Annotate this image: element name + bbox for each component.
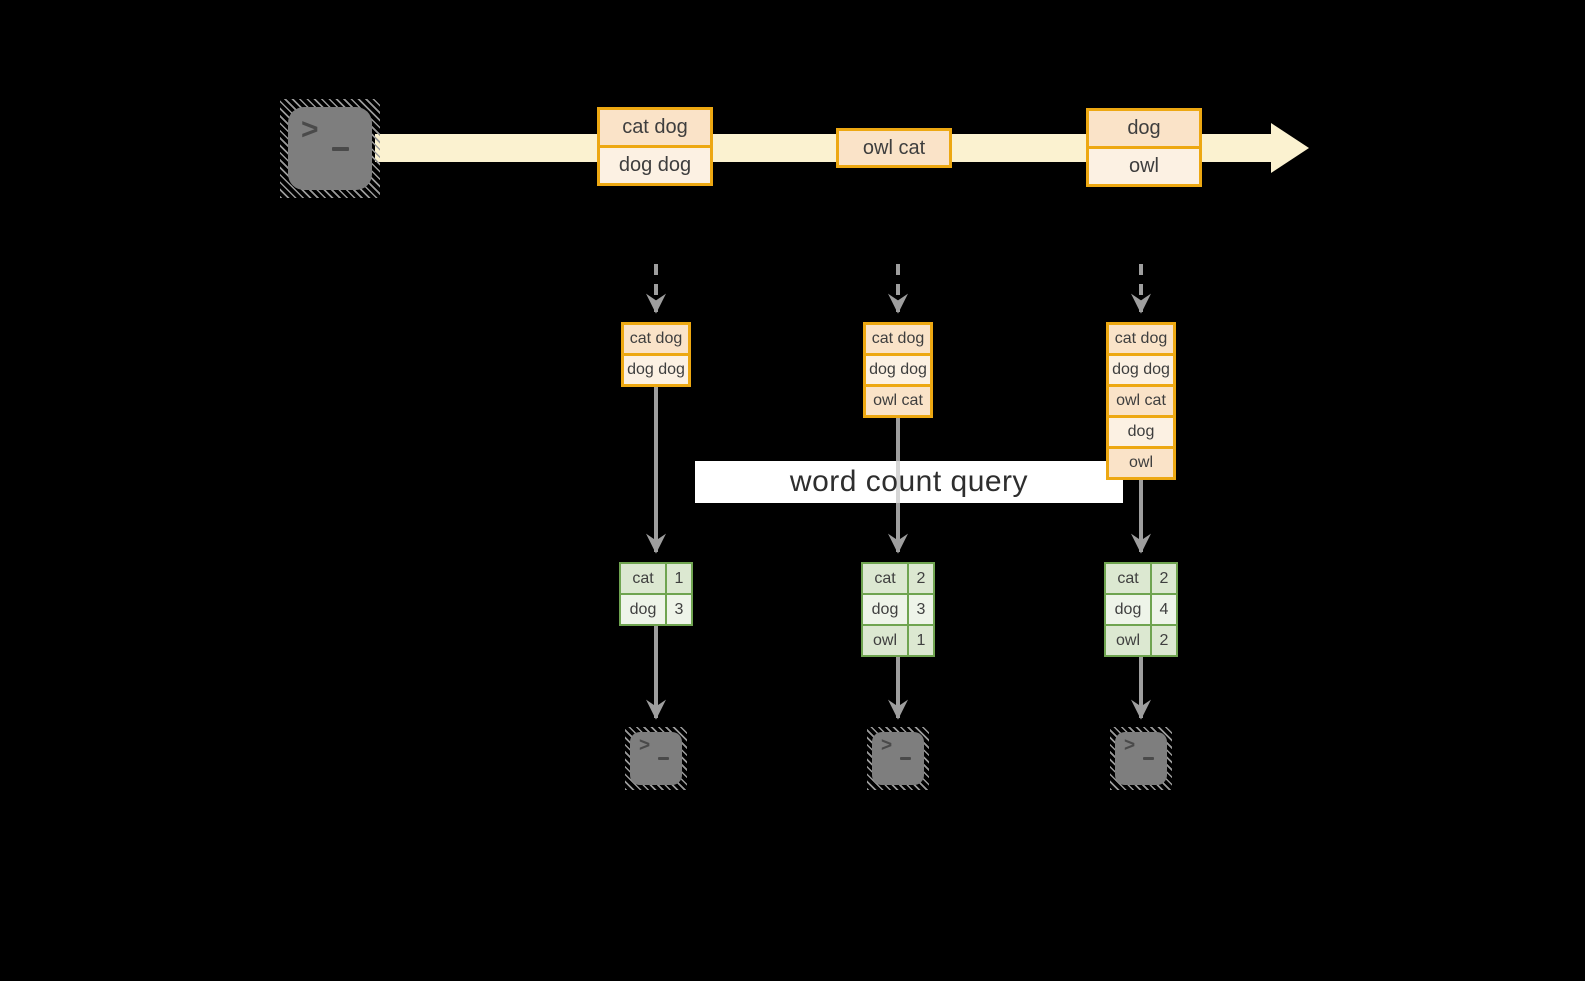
stream-record: dog dog	[597, 145, 713, 186]
prompt-cursor-icon	[900, 757, 911, 760]
count-cell: 3	[909, 595, 933, 624]
query-label: word count query	[789, 465, 1029, 498]
stream-record: cat dog	[597, 107, 713, 148]
word-cell: dog	[863, 595, 907, 624]
count-cell: 1	[909, 626, 933, 655]
stack-record: owl	[1106, 446, 1176, 480]
word-count-table: cat 1 dog 3	[619, 562, 693, 626]
terminal-icon: >	[1110, 727, 1172, 790]
count-cell: 2	[1152, 626, 1176, 655]
stream-record: dog	[1086, 108, 1202, 149]
stack-record: owl cat	[863, 384, 933, 418]
word-cell: dog	[621, 595, 665, 624]
stream-arrow-head	[1271, 123, 1309, 173]
prompt-chevron-icon: >	[1124, 735, 1136, 756]
micro-batch-stack: cat dog dog dog owl cat dog owl	[1106, 322, 1176, 480]
terminal-screen: >	[1115, 732, 1167, 785]
count-cell: 2	[909, 564, 933, 593]
stack-record: dog dog	[863, 353, 933, 387]
stream-batch: cat dog dog dog	[597, 107, 713, 186]
word-count-table: cat 2 dog 3 owl 1	[861, 562, 935, 657]
prompt-chevron-icon: >	[301, 113, 319, 146]
word-cell: dog	[1106, 595, 1150, 624]
stream-record: owl	[1086, 146, 1202, 187]
prompt-cursor-icon	[658, 757, 669, 760]
stack-record: cat dog	[1106, 322, 1176, 356]
count-cell: 2	[1152, 564, 1176, 593]
terminal-screen: >	[288, 107, 372, 190]
prompt-cursor-icon	[1143, 757, 1154, 760]
terminal-icon: >	[625, 727, 687, 790]
count-cell: 3	[667, 595, 691, 624]
prompt-cursor-icon	[332, 147, 349, 151]
stack-record: cat dog	[621, 322, 691, 356]
word-cell: owl	[863, 626, 907, 655]
count-cell: 4	[1152, 595, 1176, 624]
stack-record: dog	[1106, 415, 1176, 449]
prompt-chevron-icon: >	[881, 735, 893, 756]
micro-batch-stack: cat dog dog dog	[621, 322, 691, 387]
micro-batch-stack: cat dog dog dog owl cat	[863, 322, 933, 418]
stream-record: owl cat	[836, 128, 952, 168]
terminal-screen: >	[630, 732, 682, 785]
terminal-icon: >	[280, 99, 380, 198]
word-cell: cat	[863, 564, 907, 593]
stream-batch: owl cat	[836, 128, 952, 168]
word-count-table: cat 2 dog 4 owl 2	[1104, 562, 1178, 657]
stream-batch: dog owl	[1086, 108, 1202, 187]
stack-record: owl cat	[1106, 384, 1176, 418]
terminal-screen: >	[872, 732, 924, 785]
query-label-box: word count query	[695, 461, 1123, 503]
word-cell: cat	[1106, 564, 1150, 593]
stack-record: dog dog	[621, 353, 691, 387]
count-cell: 1	[667, 564, 691, 593]
word-cell: cat	[621, 564, 665, 593]
terminal-icon: >	[867, 727, 929, 790]
word-cell: owl	[1106, 626, 1150, 655]
stack-record: cat dog	[863, 322, 933, 356]
prompt-chevron-icon: >	[639, 735, 651, 756]
stack-record: dog dog	[1106, 353, 1176, 387]
